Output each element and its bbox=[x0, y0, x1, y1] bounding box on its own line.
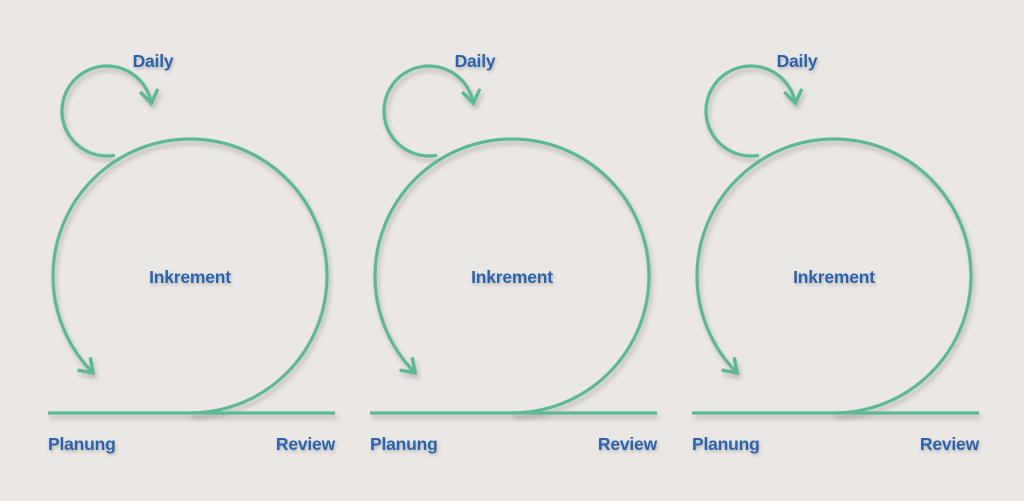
planning-label: Planung bbox=[692, 434, 760, 454]
increment-label: Inkrement bbox=[471, 267, 553, 287]
increment-label: Inkrement bbox=[793, 267, 875, 287]
planning-label: Planung bbox=[370, 434, 438, 454]
sprint-loop-arrow bbox=[373, 137, 651, 415]
review-label: Review bbox=[276, 434, 336, 454]
review-label: Review bbox=[598, 434, 658, 454]
daily-loop-arrow bbox=[382, 64, 482, 158]
planning-label: Planung bbox=[48, 434, 116, 454]
daily-loop-arrow bbox=[60, 64, 160, 158]
daily-label: Daily bbox=[133, 51, 174, 71]
review-label: Review bbox=[920, 434, 980, 454]
sprint-cycle-2: Daily Inkrement Planung Review bbox=[370, 51, 658, 454]
sprint-cycle-3: Daily Inkrement Planung Review bbox=[692, 51, 980, 454]
increment-label: Inkrement bbox=[149, 267, 231, 287]
daily-label: Daily bbox=[777, 51, 818, 71]
daily-loop-arrow bbox=[704, 64, 804, 158]
daily-label: Daily bbox=[455, 51, 496, 71]
sprint-loop-arrow bbox=[695, 137, 973, 415]
sprint-cycle-1: Daily Inkrement Planung Review bbox=[48, 51, 336, 454]
sprint-loop-arrow bbox=[51, 137, 329, 415]
